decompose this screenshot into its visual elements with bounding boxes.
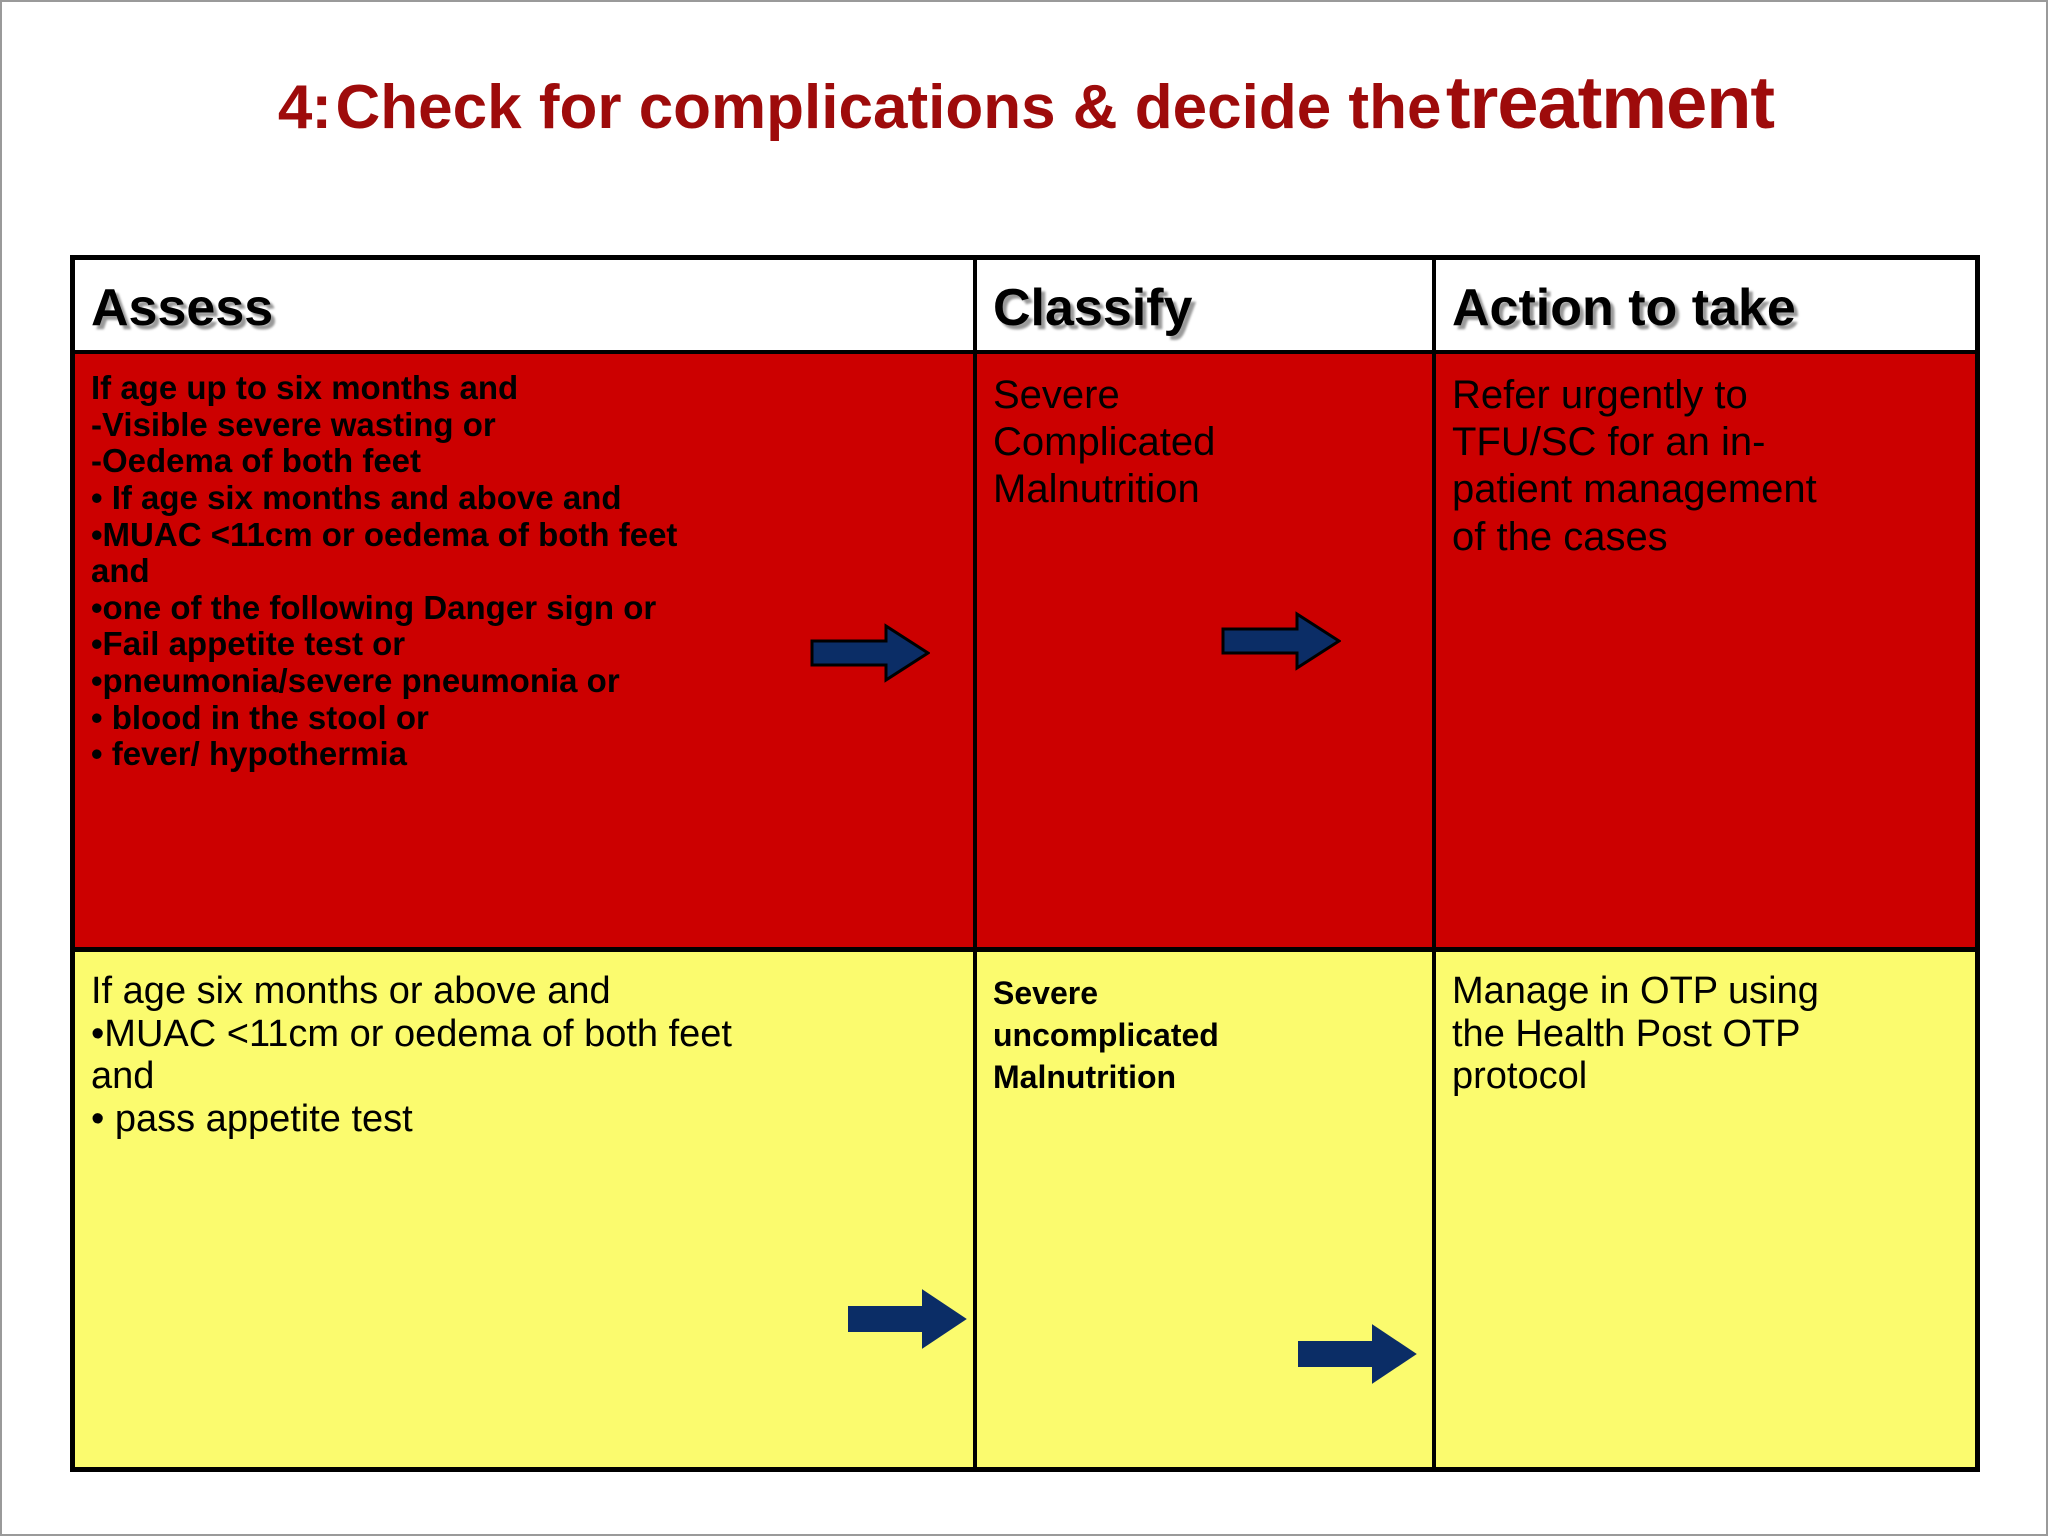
text-line: •MUAC <11cm or oedema of both feet (91, 1012, 732, 1055)
right-arrow-icon (1221, 610, 1341, 672)
table-row: If age six months or above and•MUAC <11c… (75, 952, 1975, 1467)
text-line: patient management (1452, 467, 1817, 512)
right-arrow-icon (810, 622, 930, 684)
table-row: If age up to six months and-Visible seve… (75, 350, 1975, 952)
text-line: • fever/ hypothermia (91, 735, 407, 773)
classification-table: Assess Classify Action to take If age up… (70, 255, 1980, 1472)
text-line: Severe (993, 975, 1098, 1011)
table-header-cell-classify: Classify (977, 260, 1436, 350)
cell-assess-severe-uncomplicated: If age six months or above and•MUAC <11c… (75, 952, 977, 1467)
cell-assess-severe-complicated: If age up to six months and-Visible seve… (75, 354, 977, 947)
text-line: of the cases (1452, 514, 1668, 559)
text-line: • If age six months and above and (91, 478, 622, 516)
text-line: the Health Post OTP (1452, 1012, 1801, 1055)
page-title-main: Check for complications & decide the (335, 73, 1442, 142)
table-header-cell-action: Action to take (1436, 260, 1975, 350)
text-line: and (91, 1055, 155, 1098)
text-line: Malnutrition (993, 1059, 1177, 1096)
text-line: protocol (1452, 1055, 1588, 1098)
text-line: •one of the following Danger sign or (91, 588, 657, 626)
table-header-cell-assess: Assess (75, 260, 977, 350)
text-line: •Fail appetite test or (91, 625, 406, 663)
text-line: Complicated (993, 420, 1216, 465)
text-line: • pass appetite test (91, 1097, 413, 1140)
right-arrow-icon (1297, 1322, 1417, 1386)
text-line: Refer urgently to (1452, 373, 1748, 417)
page-title-emphasis: treatment (1445, 61, 1775, 144)
text-line: uncomplicated (993, 1017, 1219, 1054)
page-title-number: 4: (277, 73, 332, 142)
text-line: •MUAC <11cm or oedema of both feet (91, 515, 678, 553)
page-title: 4: Check for complications & decide the … (2, 61, 2046, 144)
text-line: Manage in OTP using (1452, 970, 1819, 1012)
column-header-assess: Assess (91, 279, 274, 337)
table-header-row: Assess Classify Action to take (75, 260, 1975, 350)
text-line: If age up to six months and (91, 369, 519, 406)
text-line: Malnutrition (993, 467, 1200, 512)
column-header-classify: Classify (993, 279, 1193, 337)
text-line: •pneumonia/severe pneumonia or (91, 662, 620, 699)
column-header-action: Action to take (1452, 279, 1796, 337)
assess-criteria-list: If age six months or above and•MUAC <11c… (91, 962, 959, 1140)
text-line: -Visible severe wasting or (91, 405, 496, 443)
assess-criteria-list: If age up to six months and-Visible seve… (91, 364, 959, 773)
text-line: Severe (993, 373, 1120, 417)
text-line: TFU/SC for an in- (1452, 420, 1766, 465)
text-line: -Oedema of both feet (91, 442, 422, 480)
right-arrow-icon (847, 1287, 967, 1351)
text-line: If age six months or above and (91, 970, 611, 1012)
text-line: • blood in the stool or (91, 698, 429, 736)
text-line: and (91, 552, 150, 590)
